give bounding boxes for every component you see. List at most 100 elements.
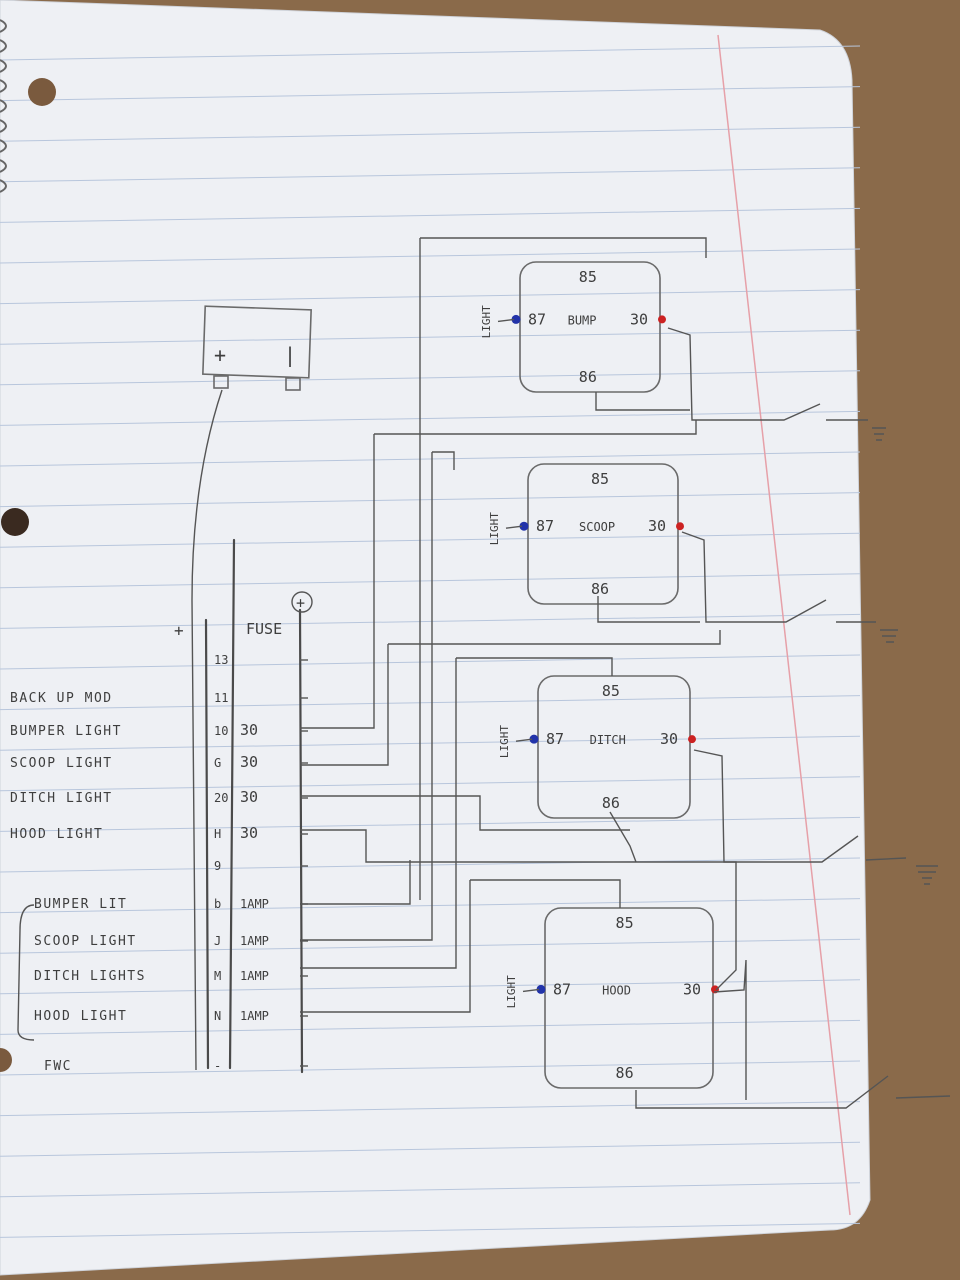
relay-pin-87: 87 <box>546 730 564 748</box>
relay-pin-87: 87 <box>553 980 571 998</box>
fuse-row: FWC - <box>44 1059 308 1074</box>
relay-name: SCOOP <box>579 520 615 534</box>
pin87-dot <box>511 314 521 324</box>
relay-name: BUMP <box>568 313 597 327</box>
relay-pin-30: 30 <box>630 310 648 328</box>
ruled-line <box>0 1182 861 1198</box>
ruled-line <box>0 1141 861 1157</box>
pin30-dot <box>658 315 666 324</box>
circuit-name: SCOOP LIGHT <box>34 934 137 949</box>
circuit-name: SCOOP LIGHT <box>10 756 113 771</box>
fuse-column-label: FUSE <box>246 620 282 638</box>
relay-name: DITCH <box>590 733 626 747</box>
circuit-name: FWC <box>44 1059 72 1074</box>
relay-pin-86: 86 <box>616 1064 634 1082</box>
ruled-line <box>0 248 861 264</box>
ruled-line <box>0 167 861 183</box>
circuit-name: DITCH LIGHTS <box>34 969 146 984</box>
ruled-line <box>0 289 861 305</box>
fuse-row: 9 <box>214 859 308 873</box>
relay-pin-30: 30 <box>648 517 666 535</box>
fuse-rating: 30 <box>240 824 258 842</box>
ruled-line <box>0 776 861 792</box>
binder-holes <box>0 78 56 1072</box>
fuse-plus-circle <box>291 591 313 613</box>
circuit-name: HOOD LIGHT <box>34 1009 127 1024</box>
pin30-dot <box>688 735 696 744</box>
relay-pin-30: 30 <box>660 730 678 748</box>
pin-label: M <box>214 969 221 983</box>
light-label: LIGHT <box>488 512 501 545</box>
relay-box <box>544 907 714 1089</box>
light-lead <box>497 318 515 323</box>
relay-pin-86: 86 <box>602 794 620 812</box>
pin87-dot <box>536 984 546 994</box>
battery: + | <box>202 305 312 391</box>
spiral-binding <box>0 19 7 193</box>
circuit-name: BACK UP MOD <box>10 691 113 706</box>
ruled-line <box>0 45 861 61</box>
relay-box <box>519 261 661 393</box>
relay-pin-85: 85 <box>602 682 620 700</box>
ruled-line <box>0 1019 861 1035</box>
light-lead <box>522 988 540 993</box>
pin-label: 13 <box>214 653 228 667</box>
margin-line <box>717 34 851 1216</box>
pin30-dot <box>676 522 684 531</box>
circuit-name: BUMPER LIT <box>34 897 127 912</box>
fuse-group-bracket <box>17 904 35 1041</box>
relay-name: HOOD <box>602 983 631 997</box>
pin-label: G <box>214 756 221 770</box>
ruled-line <box>0 613 861 629</box>
ruled-line <box>0 654 861 670</box>
fuse-block-plus-label: + <box>174 621 184 640</box>
relay-pin-87: 87 <box>528 310 546 328</box>
light-label: LIGHT <box>498 725 511 758</box>
pin-label: - <box>214 1059 221 1073</box>
fuse-rating: 30 <box>240 721 258 739</box>
fuse-rating: 1AMP <box>240 934 269 948</box>
ruled-line <box>0 816 861 832</box>
pin-label: N <box>214 1009 221 1023</box>
ruled-line <box>0 126 861 142</box>
paper <box>0 0 871 1276</box>
fuse-plus-circle-label: + <box>296 594 305 612</box>
relay-box <box>527 463 679 605</box>
fuse-row: SCOOP LIGHT G 30 <box>10 753 308 771</box>
fuse-rating: 30 <box>240 788 258 806</box>
ruled-line <box>0 532 861 548</box>
light-label: LIGHT <box>480 305 493 338</box>
fuse-block: + FUSE + <box>174 538 313 1074</box>
fuse-rating: 30 <box>240 753 258 771</box>
ruled-line <box>0 735 861 751</box>
ruled-line <box>0 938 861 954</box>
ruled-line <box>0 370 861 386</box>
ruled-line <box>0 207 861 223</box>
relay-pin-85: 85 <box>579 268 597 286</box>
circuit-name: DITCH LIGHT <box>10 791 113 806</box>
fuse-row: SCOOP LIGHT J 1AMP <box>34 934 308 949</box>
ruled-line <box>0 451 861 467</box>
ruled-line <box>0 329 861 345</box>
ruled-line <box>0 898 861 914</box>
relay-pin-86: 86 <box>579 368 597 386</box>
ruled-line <box>0 979 861 995</box>
circuit-name: BUMPER LIGHT <box>10 724 122 739</box>
relay-pin-85: 85 <box>591 470 609 488</box>
ruled-line <box>0 86 861 102</box>
pin-label: 9 <box>214 859 221 873</box>
wiring <box>300 237 951 1109</box>
relay-bump: 85 86 87 30 BUMP LIGHT <box>480 261 666 393</box>
pin-label: J <box>214 934 221 948</box>
relay-pin-30: 30 <box>683 980 701 998</box>
pin-label: 11 <box>214 691 228 705</box>
